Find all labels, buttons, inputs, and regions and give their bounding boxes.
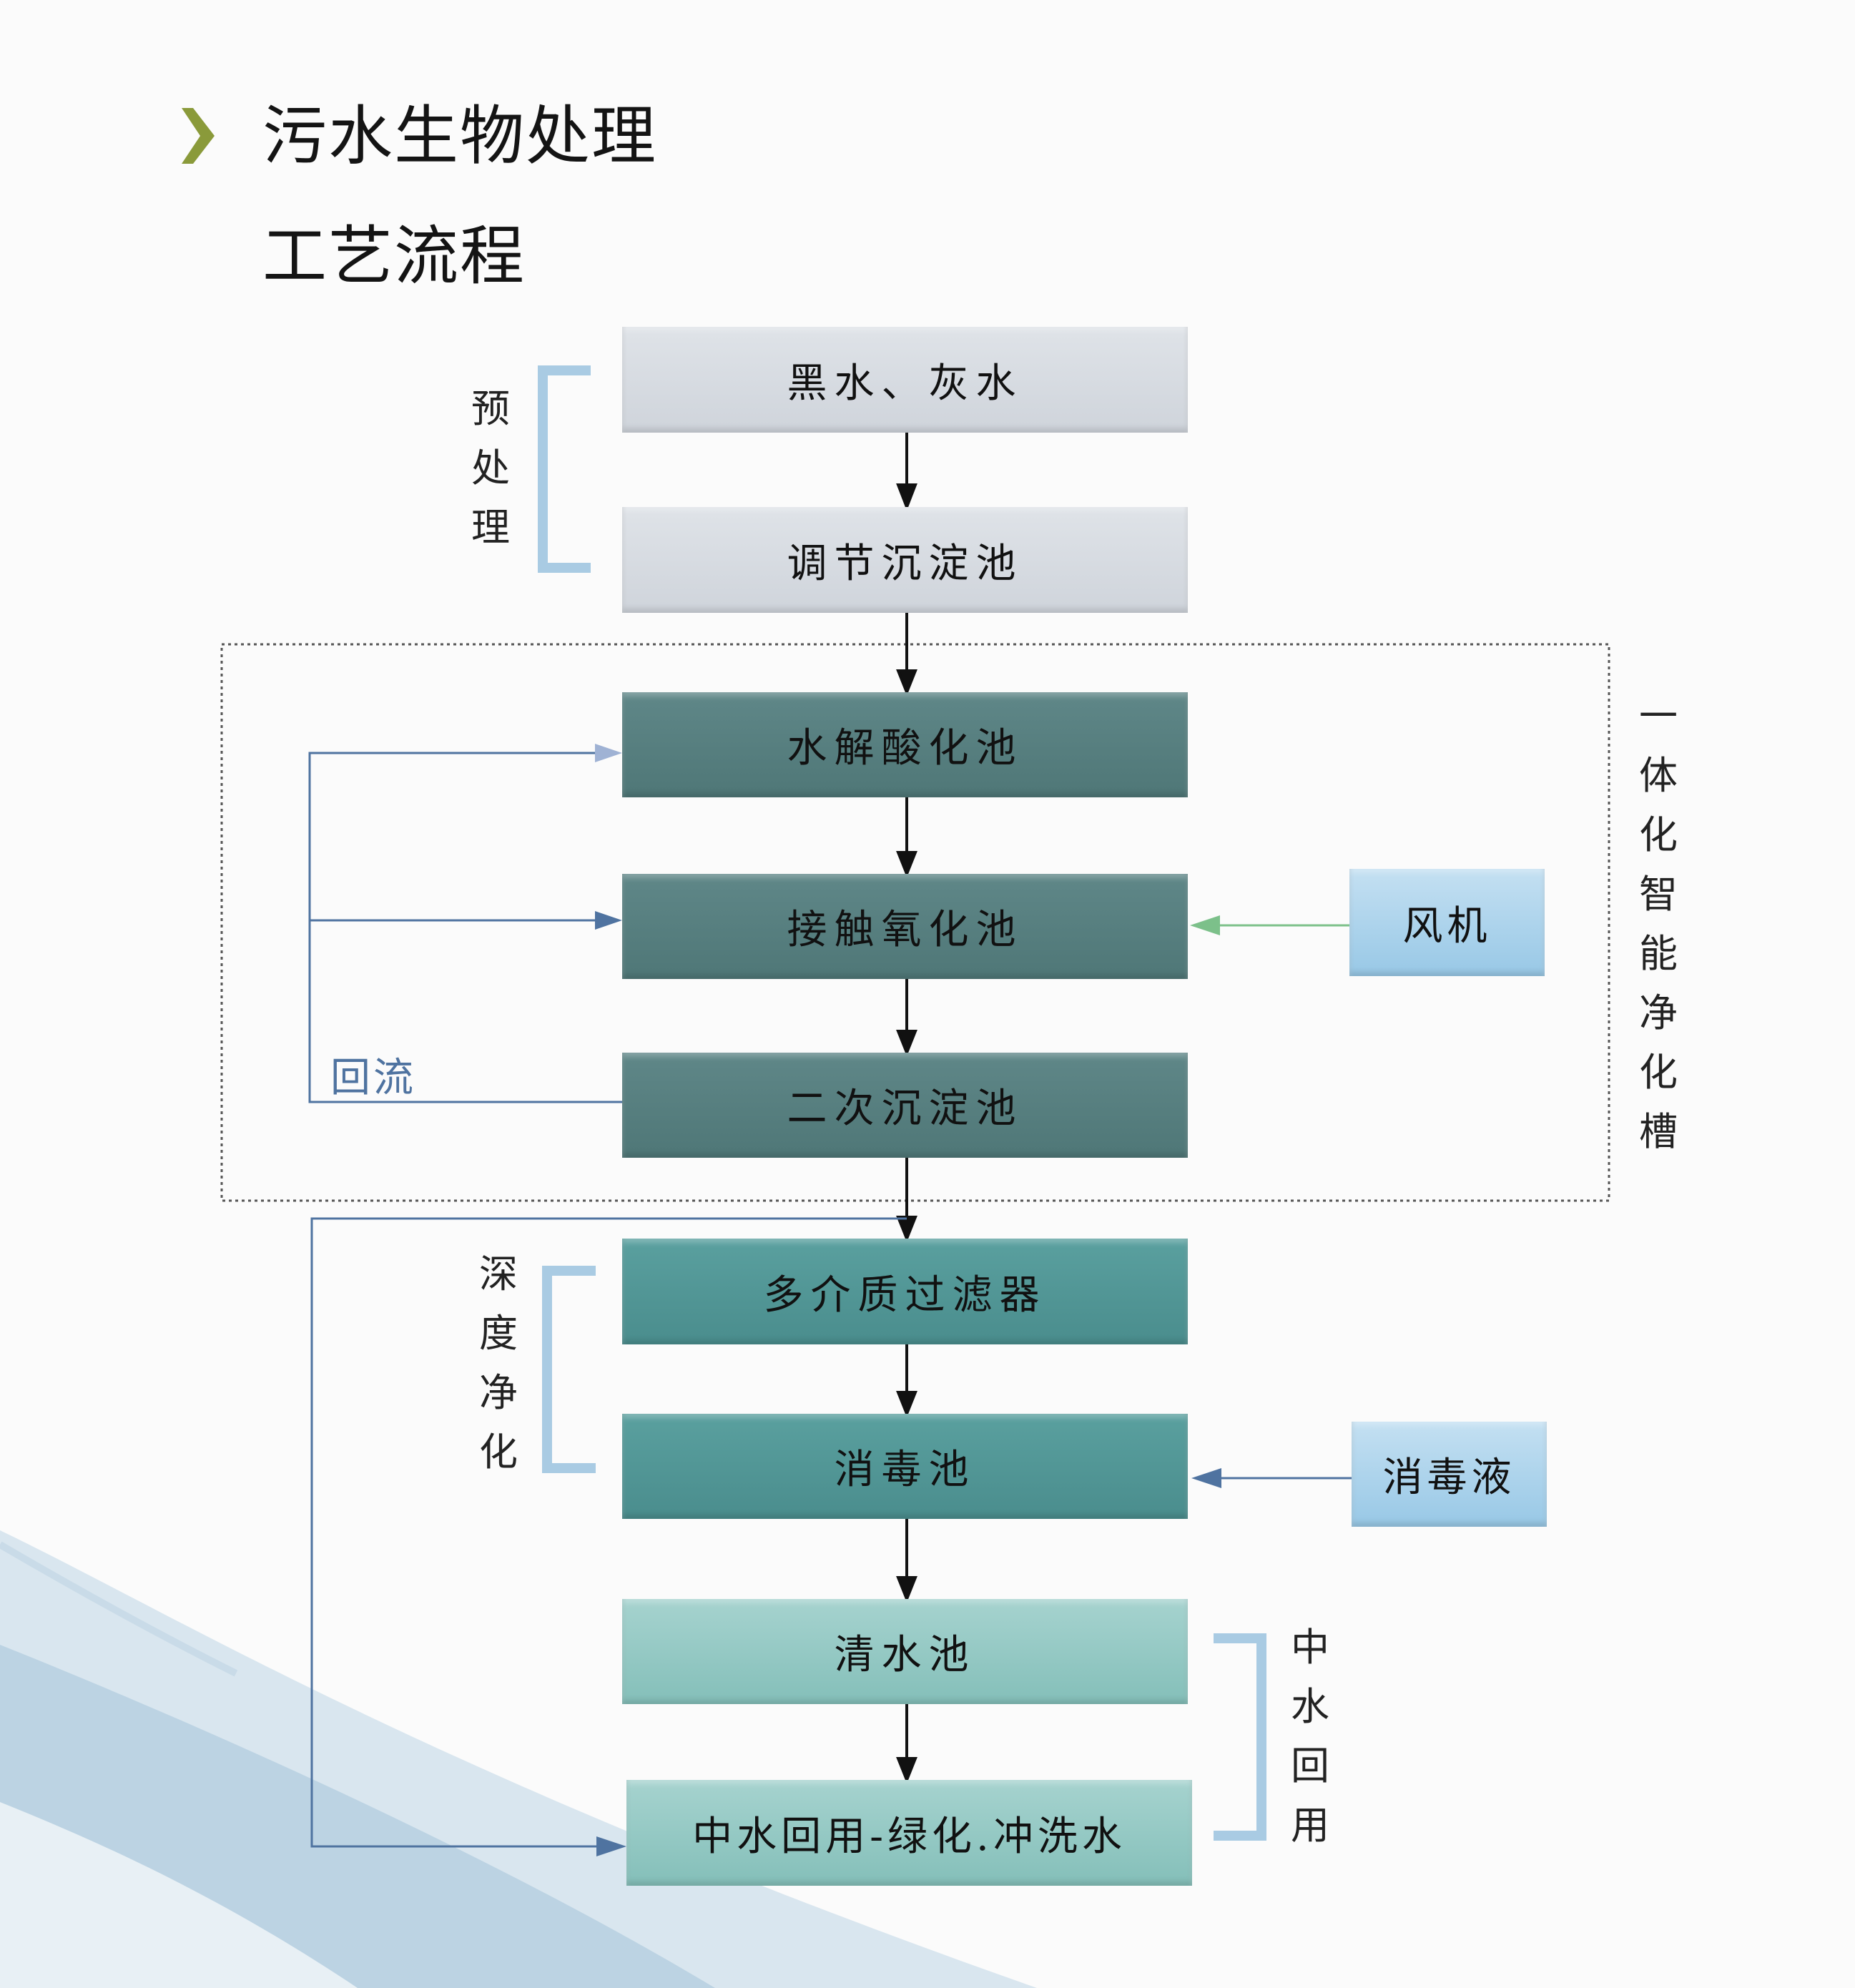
chevron-right-icon (182, 108, 215, 164)
label-water-reuse: 中水回用 (1291, 1625, 1329, 1848)
bracket-advanced (542, 1266, 596, 1473)
process-step-multimedia-filter: 多介质过滤器 (622, 1239, 1188, 1344)
label-pretreatment: 预处理 (471, 386, 510, 550)
process-step-reclaimed-water-reuse: 中水回用-绿化.冲洗水 (626, 1780, 1192, 1886)
main-flow-arrows (896, 433, 917, 1784)
process-step-secondary-clarifier: 二次沉淀池 (622, 1053, 1188, 1158)
label-integrated-purification-tank: 一体化智能净化槽 (1639, 694, 1678, 1154)
bracket-reuse (1214, 1633, 1266, 1841)
disinfectant-input: 消毒液 (1352, 1422, 1547, 1527)
page-title: 污水生物处理 (262, 99, 657, 174)
bracket-pretreatment (538, 365, 591, 573)
page-subtitle: 工艺流程 (262, 219, 526, 294)
process-step-disinfection-tank: 消毒池 (622, 1414, 1188, 1519)
reuse-bypass-line (310, 1217, 907, 1848)
process-step-blackwater-greywater: 黑水、灰水 (622, 327, 1188, 433)
return-flow-line (308, 752, 622, 1103)
blower-input: 风机 (1349, 869, 1545, 976)
process-step-contact-oxidation-tank: 接触氧化池 (622, 874, 1188, 979)
process-step-hydrolysis-tank: 水解酸化池 (622, 692, 1188, 797)
process-step-clear-water-tank: 清水池 (622, 1599, 1188, 1704)
process-step-equalization-tank: 调节沉淀池 (622, 507, 1188, 613)
label-advanced-purification: 深度净化 (479, 1251, 518, 1475)
return-flow-label: 回流 (330, 1055, 416, 1101)
